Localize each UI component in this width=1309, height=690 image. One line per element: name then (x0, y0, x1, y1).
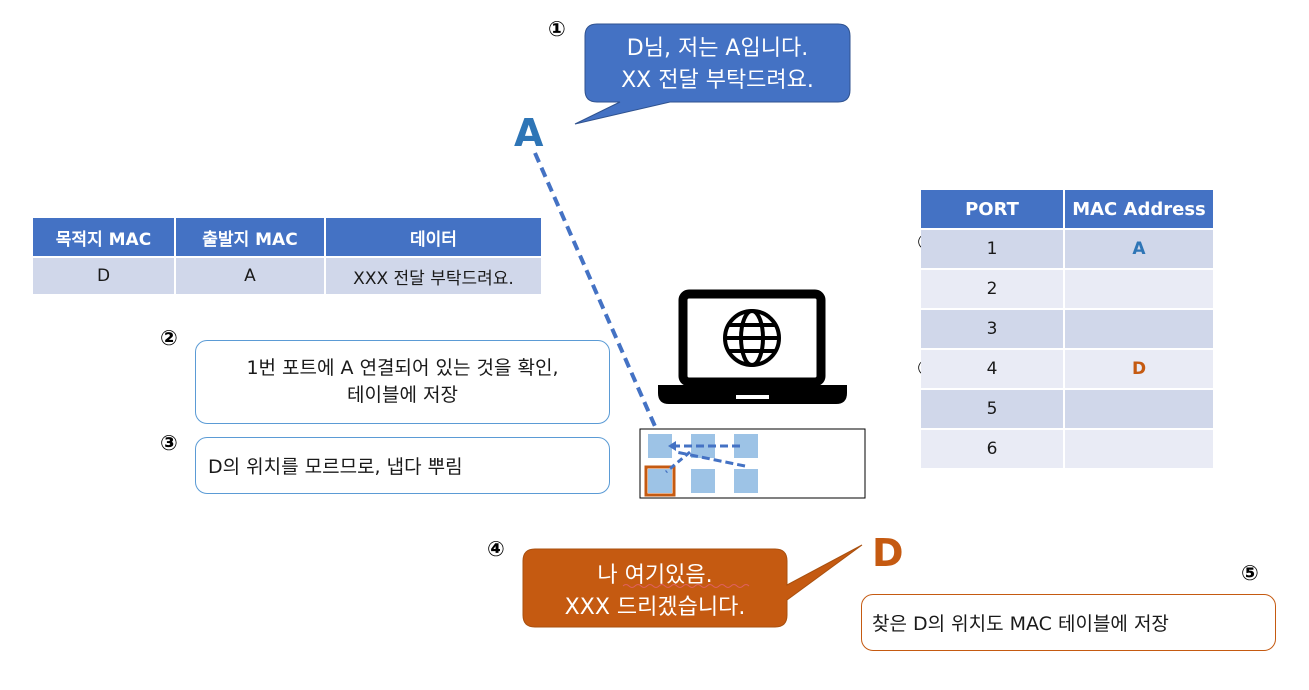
step-marker-4: ④ (487, 537, 505, 561)
step-marker-2: ② (160, 326, 178, 350)
switch-port-6 (734, 469, 758, 493)
speech-bubble-a (574, 23, 851, 125)
laptop-globe-icon (658, 289, 847, 404)
mac-address-table: PORT MAC Address 1 A 2 3 4 D 5 6 (919, 188, 1215, 470)
mac-cell: A (1065, 230, 1213, 268)
table-row: 4 D (921, 350, 1213, 388)
port-cell: 1 (921, 230, 1063, 268)
cell-data: XXX 전달 부탁드려요. (326, 258, 541, 294)
speech-a-text: D님, 저는 A입니다. XX 전달 부탁드려요. (585, 33, 850, 97)
step-marker-5: ⑤ (1241, 561, 1259, 585)
speech-bubble-d (522, 544, 863, 628)
table-row: 6 (921, 430, 1213, 468)
speech-a-line2: XX 전달 부탁드려요. (621, 68, 814, 93)
switch-port-5 (691, 469, 715, 493)
mac-cell (1065, 310, 1213, 348)
speech-d-line1: 나 여기있음. (597, 563, 713, 588)
frame-table-header: 목적지 MAC 출발지 MAC 데이터 (33, 218, 541, 256)
table-row: 3 (921, 310, 1213, 348)
note-step2-line1: 1번 포트에 A 연결되어 있는 것을 확인, (246, 357, 559, 379)
link-a-to-switch (533, 152, 663, 441)
spellcheck-underline (622, 584, 750, 588)
step-marker-1: ① (548, 17, 566, 41)
node-a-label: A (514, 111, 544, 155)
note-step3: D의 위치를 모르므로, 냅다 뿌림 (195, 437, 610, 494)
port-cell: 2 (921, 270, 1063, 308)
cell-dest-mac: D (33, 258, 174, 294)
header-dest-mac: 목적지 MAC (33, 218, 174, 256)
switch-icon (639, 428, 866, 499)
mac-cell (1065, 390, 1213, 428)
step-marker-3: ③ (160, 431, 178, 455)
mac-table-header: PORT MAC Address (921, 190, 1213, 228)
switch-port-d-highlight (644, 465, 676, 497)
note-step5-text: 찾은 D의 위치도 MAC 테이블에 저장 (872, 613, 1169, 635)
speech-d-line2: XXX 드리겠습니다. (564, 595, 746, 620)
port-cell: 3 (921, 310, 1063, 348)
port-cell: 6 (921, 430, 1063, 468)
port-cell: 4 (921, 350, 1063, 388)
note-step2: 1번 포트에 A 연결되어 있는 것을 확인, 테이블에 저장 (195, 340, 610, 424)
table-row: 1 A (921, 230, 1213, 268)
note-step3-text: D의 위치를 모르므로, 냅다 뿌림 (208, 456, 463, 478)
header-data: 데이터 (326, 218, 541, 256)
note-step5: 찾은 D의 위치도 MAC 테이블에 저장 (861, 594, 1276, 651)
header-src-mac: 출발지 MAC (176, 218, 324, 256)
mac-cell: D (1065, 350, 1213, 388)
globe-icon (723, 309, 781, 367)
header-mac-address: MAC Address (1065, 190, 1213, 228)
note-step2-line2: 테이블에 저장 (347, 384, 458, 406)
speech-d-text: 나 여기있음. XXX 드리겠습니다. (523, 560, 787, 624)
port-cell: 5 (921, 390, 1063, 428)
mac-cell (1065, 430, 1213, 468)
frame-table: 목적지 MAC 출발지 MAC 데이터 D A XXX 전달 부탁드려요. (31, 216, 543, 296)
switch-port-4 (648, 469, 672, 493)
cell-src-mac: A (176, 258, 324, 294)
header-port: PORT (921, 190, 1063, 228)
mac-cell (1065, 270, 1213, 308)
table-row: 5 (921, 390, 1213, 428)
table-row: 2 (921, 270, 1213, 308)
speech-a-line1: D님, 저는 A입니다. (626, 36, 809, 61)
table-row: D A XXX 전달 부탁드려요. (33, 258, 541, 294)
node-d-label: D (872, 531, 904, 575)
broadcast-arrow-to-port4 (665, 450, 691, 474)
